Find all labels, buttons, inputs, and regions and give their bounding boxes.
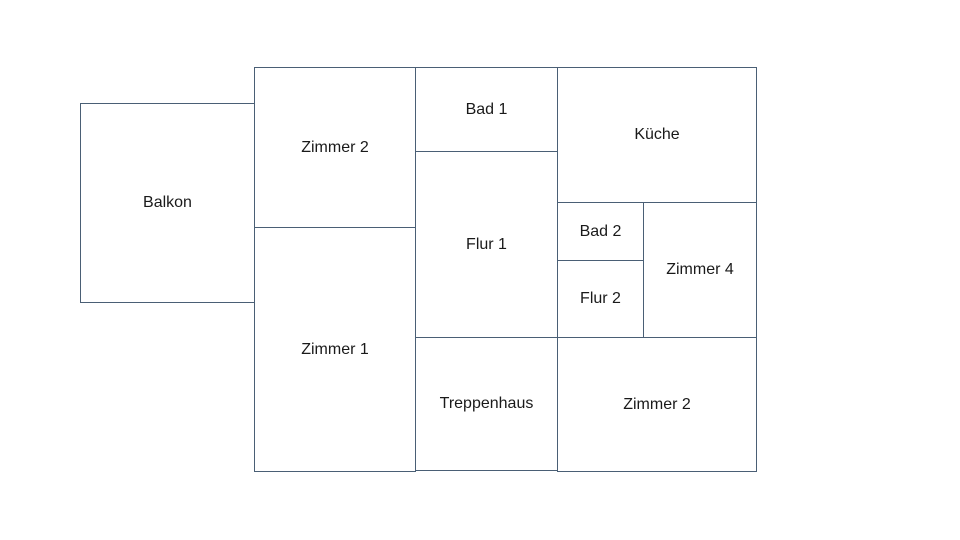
room-zimmer-1: Zimmer 1 (254, 227, 416, 472)
room-flur-2: Flur 2 (557, 260, 644, 338)
room-bad-1: Bad 1 (415, 67, 558, 152)
room-label-zimmer-2-top: Zimmer 2 (301, 138, 369, 156)
room-label-zimmer-2-bottom: Zimmer 2 (623, 395, 691, 413)
room-zimmer-2-bottom: Zimmer 2 (557, 337, 757, 472)
room-label-treppenhaus: Treppenhaus (439, 395, 534, 412)
room-treppenhaus: Treppenhaus (415, 337, 558, 471)
room-label-zimmer-1: Zimmer 1 (301, 340, 369, 358)
room-balkon: Balkon (80, 103, 255, 303)
room-label-bad-1: Bad 1 (465, 100, 508, 118)
room-label-flur-2: Flur 2 (580, 290, 621, 307)
room-label-bad-2: Bad 2 (579, 222, 622, 240)
room-bad-2: Bad 2 (557, 202, 644, 261)
room-label-kueche: Küche (634, 126, 680, 143)
room-label-flur-1: Flur 1 (466, 235, 507, 253)
room-kueche: Küche (557, 67, 757, 203)
room-zimmer-4: Zimmer 4 (643, 202, 757, 338)
room-label-zimmer-4: Zimmer 4 (666, 261, 734, 278)
room-zimmer-2-top: Zimmer 2 (254, 67, 416, 228)
room-flur-1: Flur 1 (415, 151, 558, 338)
room-label-balkon: Balkon (143, 194, 192, 211)
